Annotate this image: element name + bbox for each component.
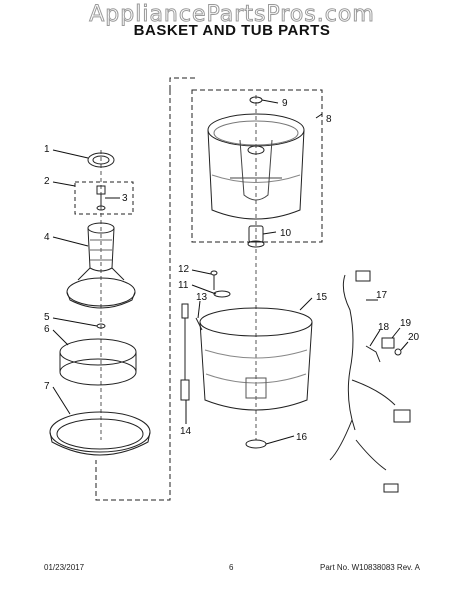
part-16-bearing (245, 439, 267, 449)
callout-12: 12 (178, 264, 190, 275)
callout-4: 4 (44, 232, 50, 243)
callout-numbers: 1 2 3 4 5 6 7 8 9 10 11 12 13 14 15 16 1… (44, 98, 420, 443)
callout-2: 2 (44, 176, 50, 187)
callout-6: 6 (44, 324, 50, 335)
leader-lines (52, 99, 409, 445)
callout-15: 15 (316, 292, 328, 303)
part-1-seal (87, 152, 115, 168)
part-18-clamp (365, 345, 381, 363)
callout-1: 1 (44, 144, 50, 155)
part-8-basket (207, 113, 305, 220)
part-19-switch (381, 337, 395, 349)
callout-14: 14 (180, 426, 192, 437)
callout-7: 7 (44, 381, 50, 392)
part-20-screw (394, 348, 402, 356)
callout-13: 13 (196, 292, 208, 303)
callout-18: 18 (378, 322, 390, 333)
callout-10: 10 (280, 228, 292, 239)
part-17-wire-harness (329, 270, 411, 493)
callout-5: 5 (44, 312, 50, 323)
hub-assembly-box (74, 181, 134, 215)
callout-11: 11 (178, 280, 189, 291)
watermark-logo: AppliancePartsPros.com (89, 2, 375, 28)
part-11-clip (213, 290, 231, 298)
callout-9: 9 (282, 98, 288, 109)
part-6-balance-ring (59, 338, 137, 386)
alignment-line-left (95, 90, 171, 501)
part-3-bolt (96, 185, 106, 211)
part-13-spring (195, 317, 203, 331)
part-14-suspension-rod (180, 303, 190, 401)
footer-date: 01/23/2017 (44, 563, 85, 572)
part-4-hub-assembly (66, 222, 136, 309)
callout-19: 19 (400, 318, 412, 329)
callout-17: 17 (376, 290, 388, 301)
page-title: BASKET AND TUB PARTS (133, 22, 331, 39)
callout-8: 8 (326, 114, 332, 125)
callout-20: 20 (408, 332, 420, 343)
callout-16: 16 (296, 432, 308, 443)
callout-3: 3 (122, 193, 128, 204)
part-7-tub-ring (49, 411, 151, 456)
footer-part-number: Part No. W10838083 Rev. A (320, 563, 420, 572)
footer-page-number: 6 (229, 563, 234, 572)
alignment-line-top (169, 77, 196, 90)
part-15-outer-tub (199, 307, 313, 411)
